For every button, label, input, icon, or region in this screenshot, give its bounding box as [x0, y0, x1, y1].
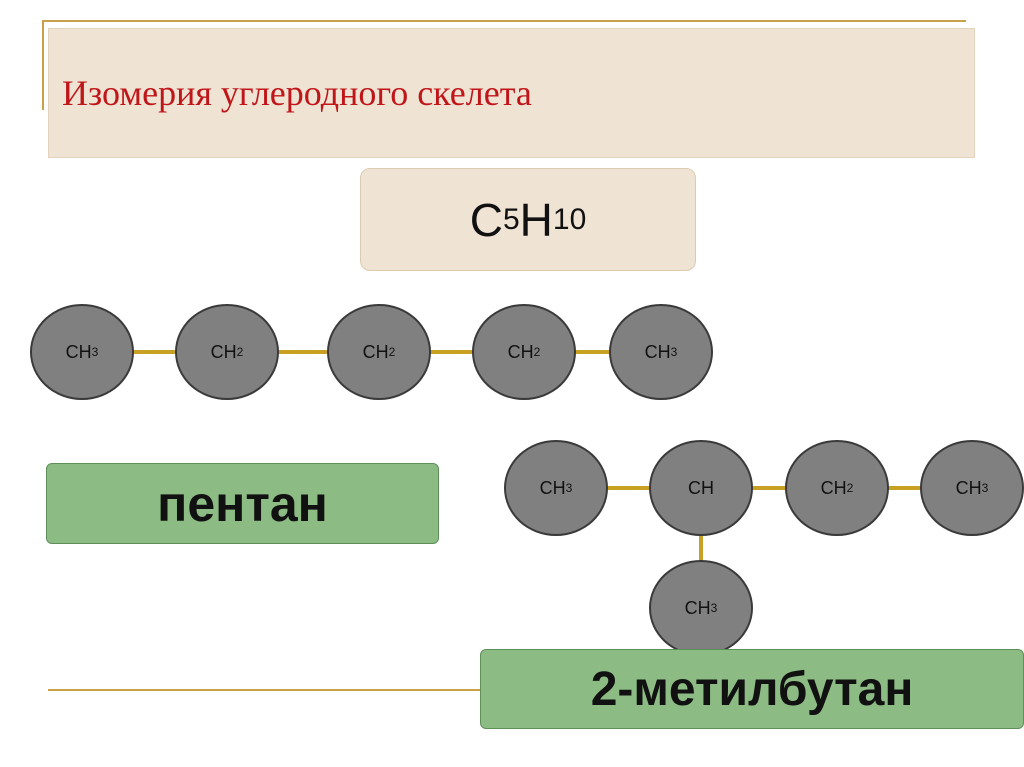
atom-label: CH — [644, 341, 671, 362]
pentane-name-box: пентан — [46, 463, 439, 544]
frame-bottom-line — [48, 689, 488, 691]
methylbutane-bond-1 — [606, 486, 654, 490]
formula-c: C — [469, 193, 503, 246]
atom-label: CH — [65, 341, 92, 362]
methylbutane-bond-3 — [886, 486, 926, 490]
methylbutane-name: 2-метилбутан — [590, 662, 914, 716]
methylbutane-name-box: 2-метилбутан — [480, 649, 1024, 729]
atom-subscript: 3 — [981, 481, 989, 495]
atom-subscript: 2 — [388, 345, 396, 359]
atom-label: CH — [210, 341, 237, 362]
atom-label: CH — [539, 477, 566, 498]
atom-subscript: 2 — [236, 345, 244, 359]
methylbutane-bond-2 — [750, 486, 790, 490]
slide-title: Изомерия углеродного скелета — [62, 73, 532, 113]
methylbutane-bond-branch — [699, 532, 703, 564]
formula-c-subscript: 5 — [502, 202, 520, 236]
title-panel — [48, 28, 975, 158]
atom-label: CH — [684, 597, 711, 618]
pentane-bond-2 — [275, 350, 331, 354]
atom-subscript: 2 — [846, 481, 854, 495]
pentane-bond-1 — [130, 350, 180, 354]
pentane-bond-4 — [572, 350, 614, 354]
atom-label: CH — [507, 341, 534, 362]
atom-subscript: 3 — [565, 481, 573, 495]
atom-label: CH — [820, 477, 847, 498]
atom-subscript: 3 — [670, 345, 678, 359]
methylbutane-atom-2: CH — [649, 440, 753, 536]
atom-subscript: 3 — [710, 601, 718, 615]
frame-left-line — [42, 20, 44, 110]
formula-h-subscript: 10 — [552, 202, 587, 236]
atom-subscript: 3 — [91, 345, 99, 359]
atom-label: CH — [362, 341, 389, 362]
pentane-name: пентан — [157, 475, 328, 532]
pentane-bond-3 — [428, 350, 476, 354]
frame-top-line — [42, 20, 966, 22]
atom-label: CH — [955, 477, 982, 498]
formula-h: H — [519, 193, 553, 246]
atom-subscript: 2 — [533, 345, 541, 359]
atom-label: CH — [688, 477, 714, 498]
